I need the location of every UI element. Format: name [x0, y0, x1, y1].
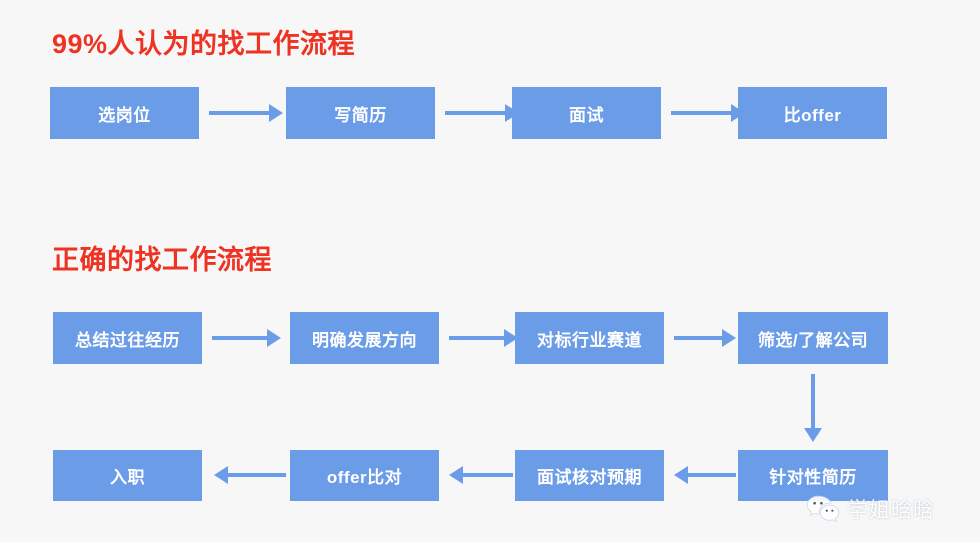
arrow-shaft [212, 336, 267, 340]
section-title-common-process: 99%人认为的找工作流程 [52, 29, 356, 59]
arrow-head [449, 466, 463, 484]
section-title-correct-process: 正确的找工作流程 [52, 245, 272, 275]
node-compare-offer[interactable]: 比offer [738, 87, 887, 139]
arrow-right-3 [671, 104, 745, 122]
arrow-right-4 [212, 329, 281, 347]
arrow-left-3 [214, 466, 286, 484]
arrow-right-1 [209, 104, 283, 122]
node-screen-companies[interactable]: 筛选/了解公司 [738, 312, 888, 364]
arrow-head [804, 428, 822, 442]
node-write-resume[interactable]: 写简历 [286, 87, 435, 139]
arrow-shaft [445, 111, 505, 115]
node-interview-expectations[interactable]: 面试核对预期 [515, 450, 664, 501]
arrow-head [722, 329, 736, 347]
arrow-shaft [674, 336, 722, 340]
arrow-head [504, 329, 518, 347]
arrow-left-1 [674, 466, 736, 484]
arrow-shaft [671, 111, 731, 115]
arrow-shaft [228, 473, 286, 477]
arrow-down-1 [804, 374, 822, 442]
arrow-shaft [449, 336, 504, 340]
node-select-position[interactable]: 选岗位 [50, 87, 199, 139]
arrow-right-6 [674, 329, 736, 347]
arrow-head [269, 104, 283, 122]
node-clarify-direction[interactable]: 明确发展方向 [290, 312, 439, 364]
node-summarize-experience[interactable]: 总结过往经历 [53, 312, 202, 364]
arrow-left-2 [449, 466, 513, 484]
arrow-shaft [209, 111, 269, 115]
node-offer-comparison[interactable]: offer比对 [290, 450, 439, 501]
arrow-shaft [811, 374, 815, 428]
arrow-shaft [688, 473, 736, 477]
arrow-shaft [463, 473, 513, 477]
arrow-right-5 [449, 329, 518, 347]
arrow-right-2 [445, 104, 519, 122]
node-benchmark-industry[interactable]: 对标行业赛道 [515, 312, 664, 364]
node-interview[interactable]: 面试 [512, 87, 661, 139]
watermark: 学姐晗晗 [806, 494, 935, 524]
wechat-icon [806, 495, 840, 523]
node-targeted-resume[interactable]: 针对性简历 [738, 450, 888, 501]
node-onboarding[interactable]: 入职 [53, 450, 202, 501]
watermark-label: 学姐晗晗 [847, 499, 935, 522]
arrow-head [267, 329, 281, 347]
arrow-head [214, 466, 228, 484]
arrow-head [674, 466, 688, 484]
